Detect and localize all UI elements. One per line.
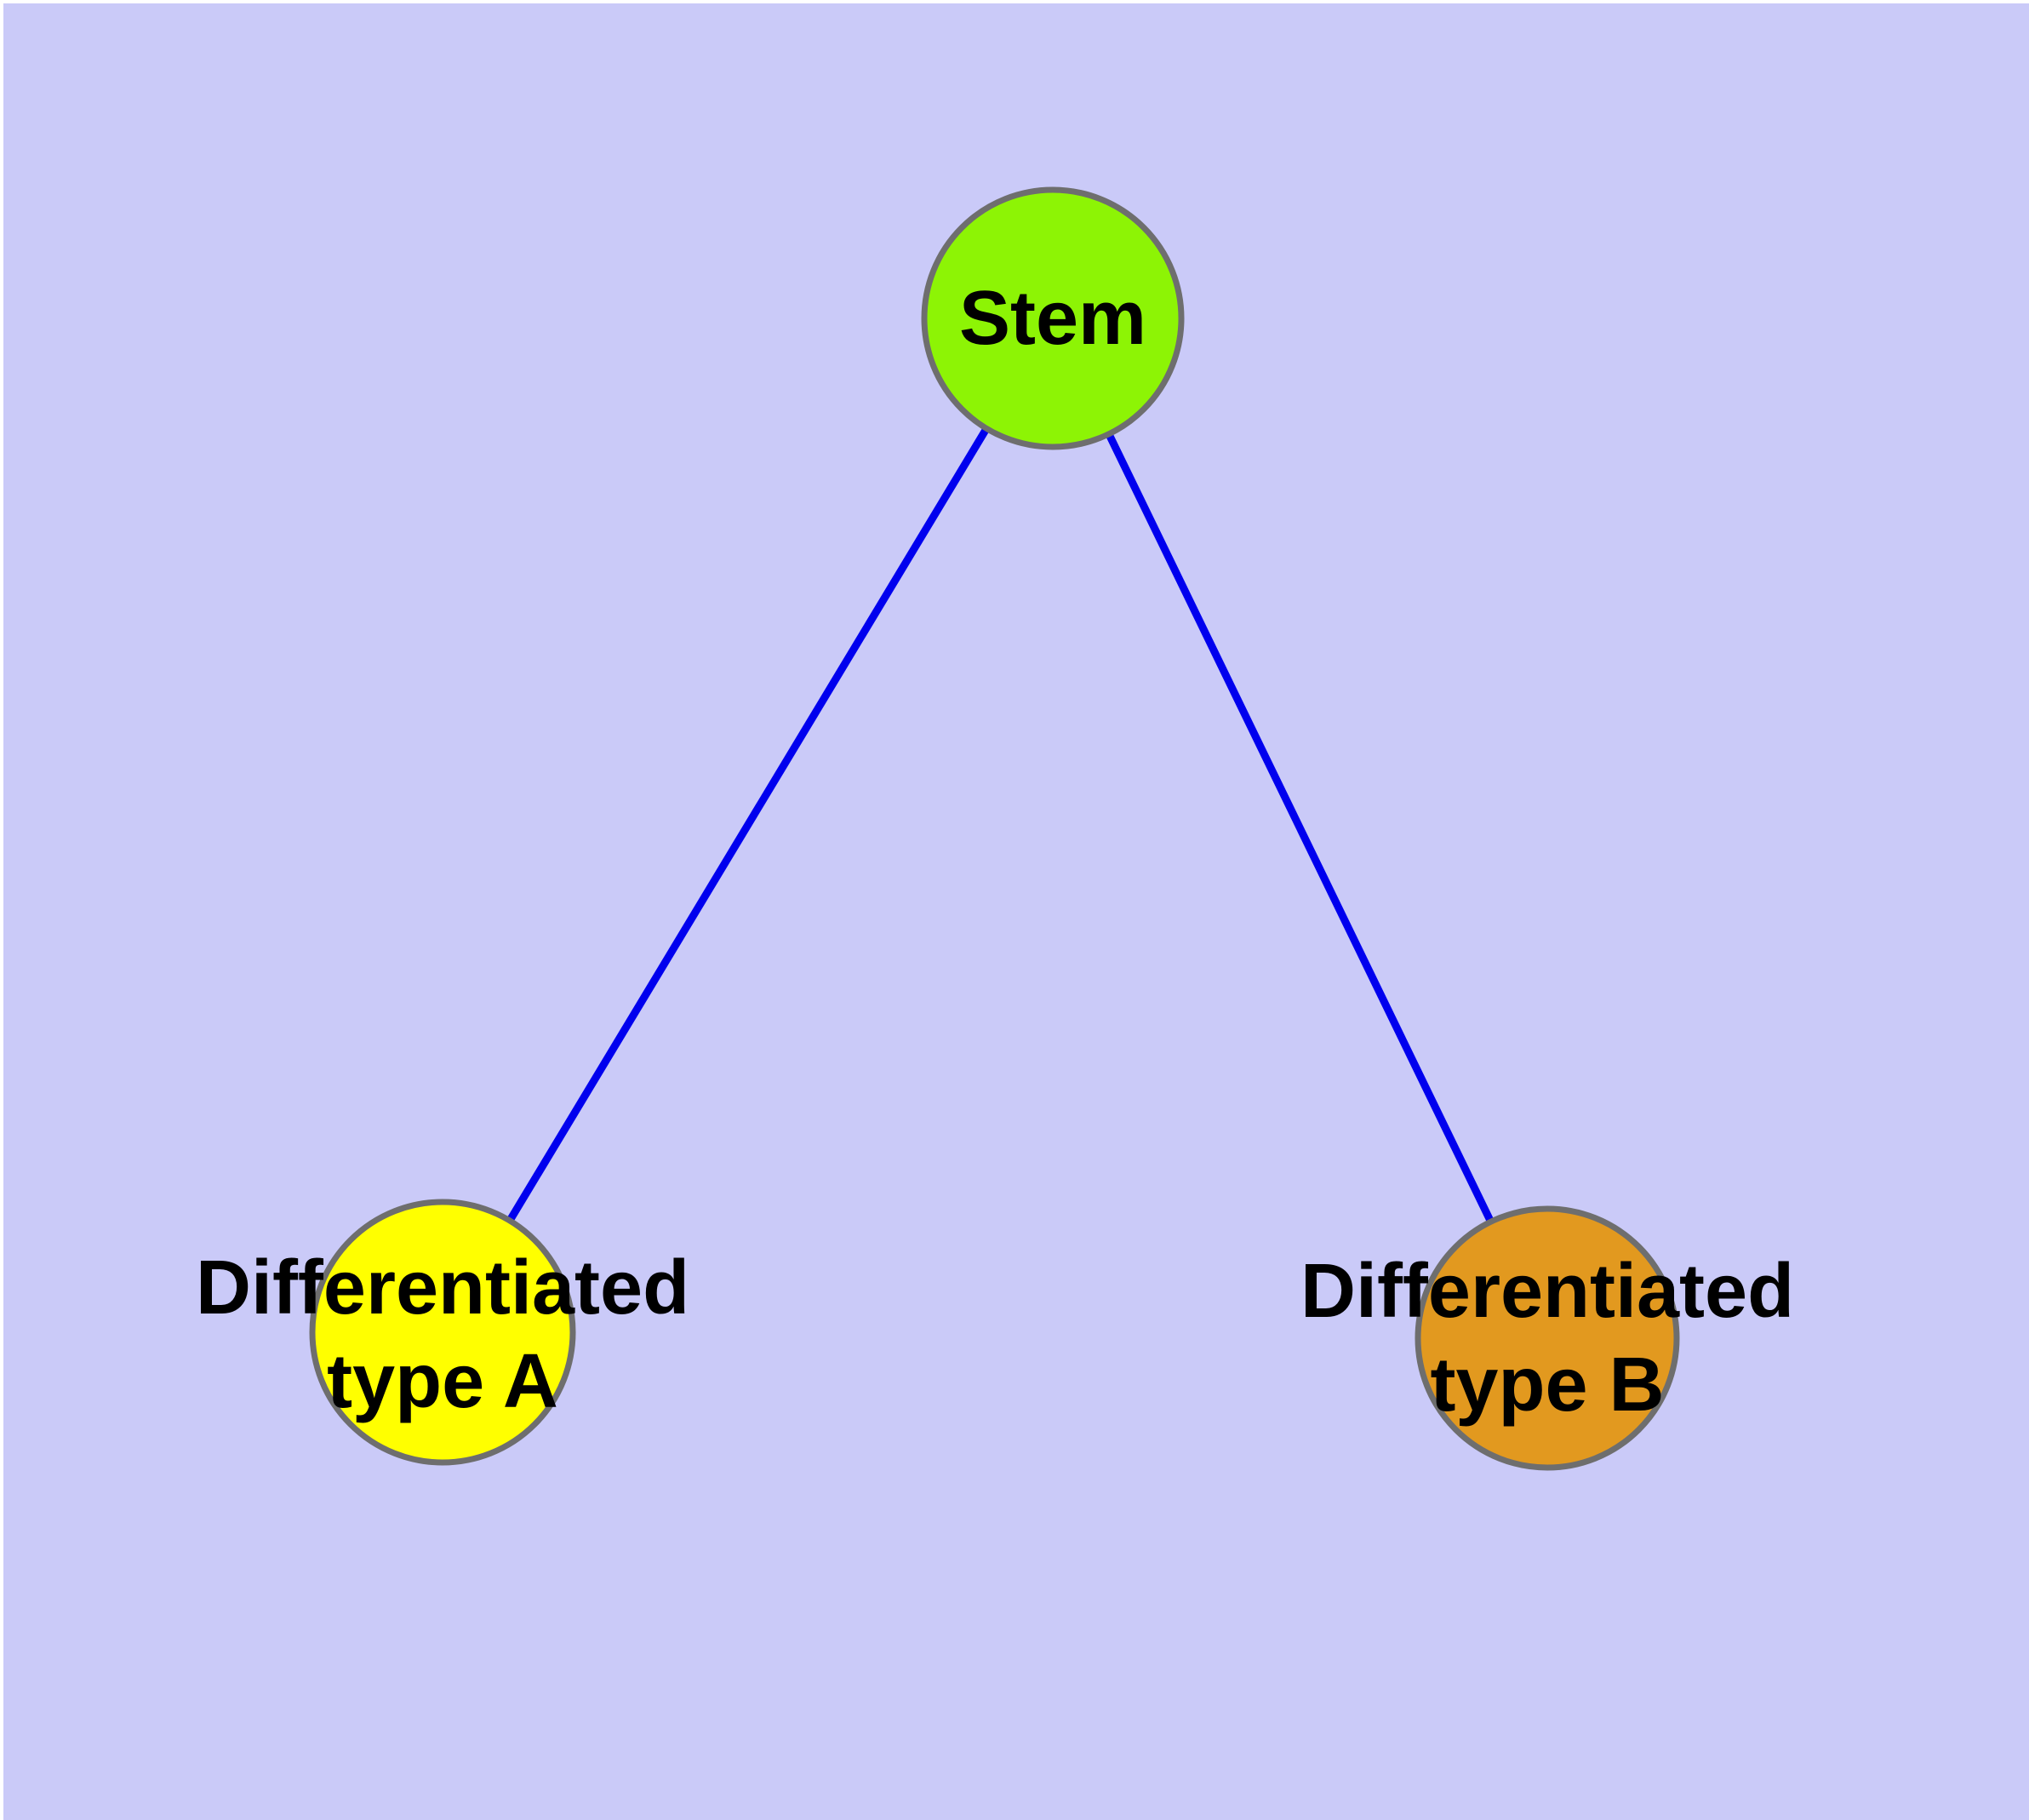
node-differentiated-type-b-circle: [1415, 1205, 1680, 1471]
edge-stem-to-type-b: [1049, 317, 1552, 1340]
edge-stem-to-type-a: [439, 316, 1056, 1335]
node-differentiated-type-a-circle: [309, 1199, 576, 1466]
node-stem-circle: [921, 186, 1185, 450]
